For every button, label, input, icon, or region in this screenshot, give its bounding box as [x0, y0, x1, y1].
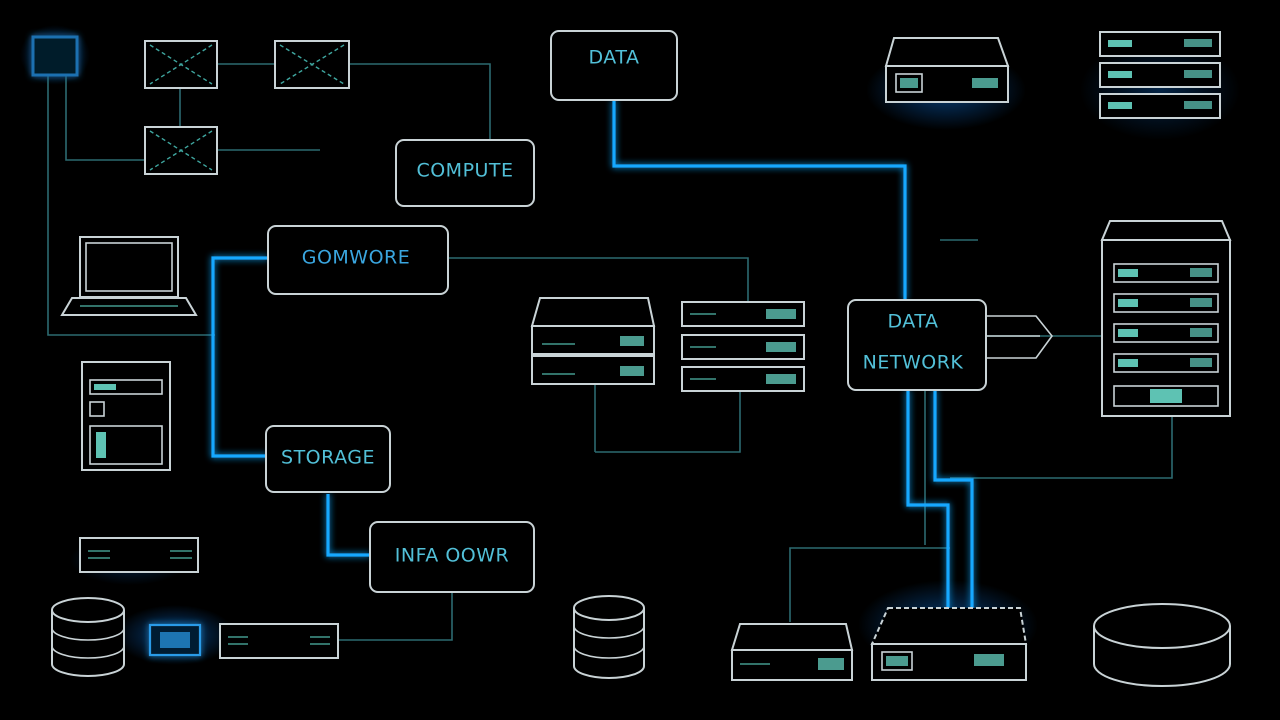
chip-icon [31, 35, 79, 77]
rack-server-icon [1099, 31, 1221, 119]
data-node-label: DATA [589, 47, 640, 69]
storage-node-label: STORAGE [281, 447, 375, 469]
router-icon [730, 623, 854, 681]
server-icon [81, 361, 171, 471]
database-icon [573, 595, 645, 679]
rack-server-icon [530, 297, 656, 385]
switch-icon [144, 126, 218, 175]
storage-tower-icon [1100, 220, 1232, 417]
switch-icon [144, 40, 218, 89]
infa-node: INFA OOWR [369, 521, 535, 593]
gomwore-node: GOMWORE [267, 225, 449, 295]
data-network-label-line2: NETWORK [863, 352, 964, 374]
router-icon [884, 37, 1010, 103]
laptop-icon [60, 236, 198, 316]
connection-wires [47, 63, 1173, 641]
router-icon [870, 607, 1028, 681]
compute-node-label: COMPUTE [416, 160, 513, 182]
compute-node: COMPUTE [395, 139, 535, 207]
infa-node-label: INFA OOWR [395, 545, 509, 567]
data-network-label-line1: DATA [888, 311, 939, 333]
storage-node: STORAGE [265, 425, 391, 493]
glowing-wires [120, 100, 1015, 642]
gomwore-node-label: GOMWORE [302, 247, 411, 269]
chip-icon [148, 623, 202, 657]
rack-server-icon [219, 623, 339, 659]
data-node: DATA [550, 30, 678, 101]
data-network-node: DATA NETWORK [847, 299, 1054, 391]
rack-server-icon [681, 301, 805, 392]
rack-server-icon [79, 537, 199, 573]
database-icon [1093, 603, 1231, 687]
switch-icon [274, 40, 350, 89]
database-icon [51, 597, 125, 677]
